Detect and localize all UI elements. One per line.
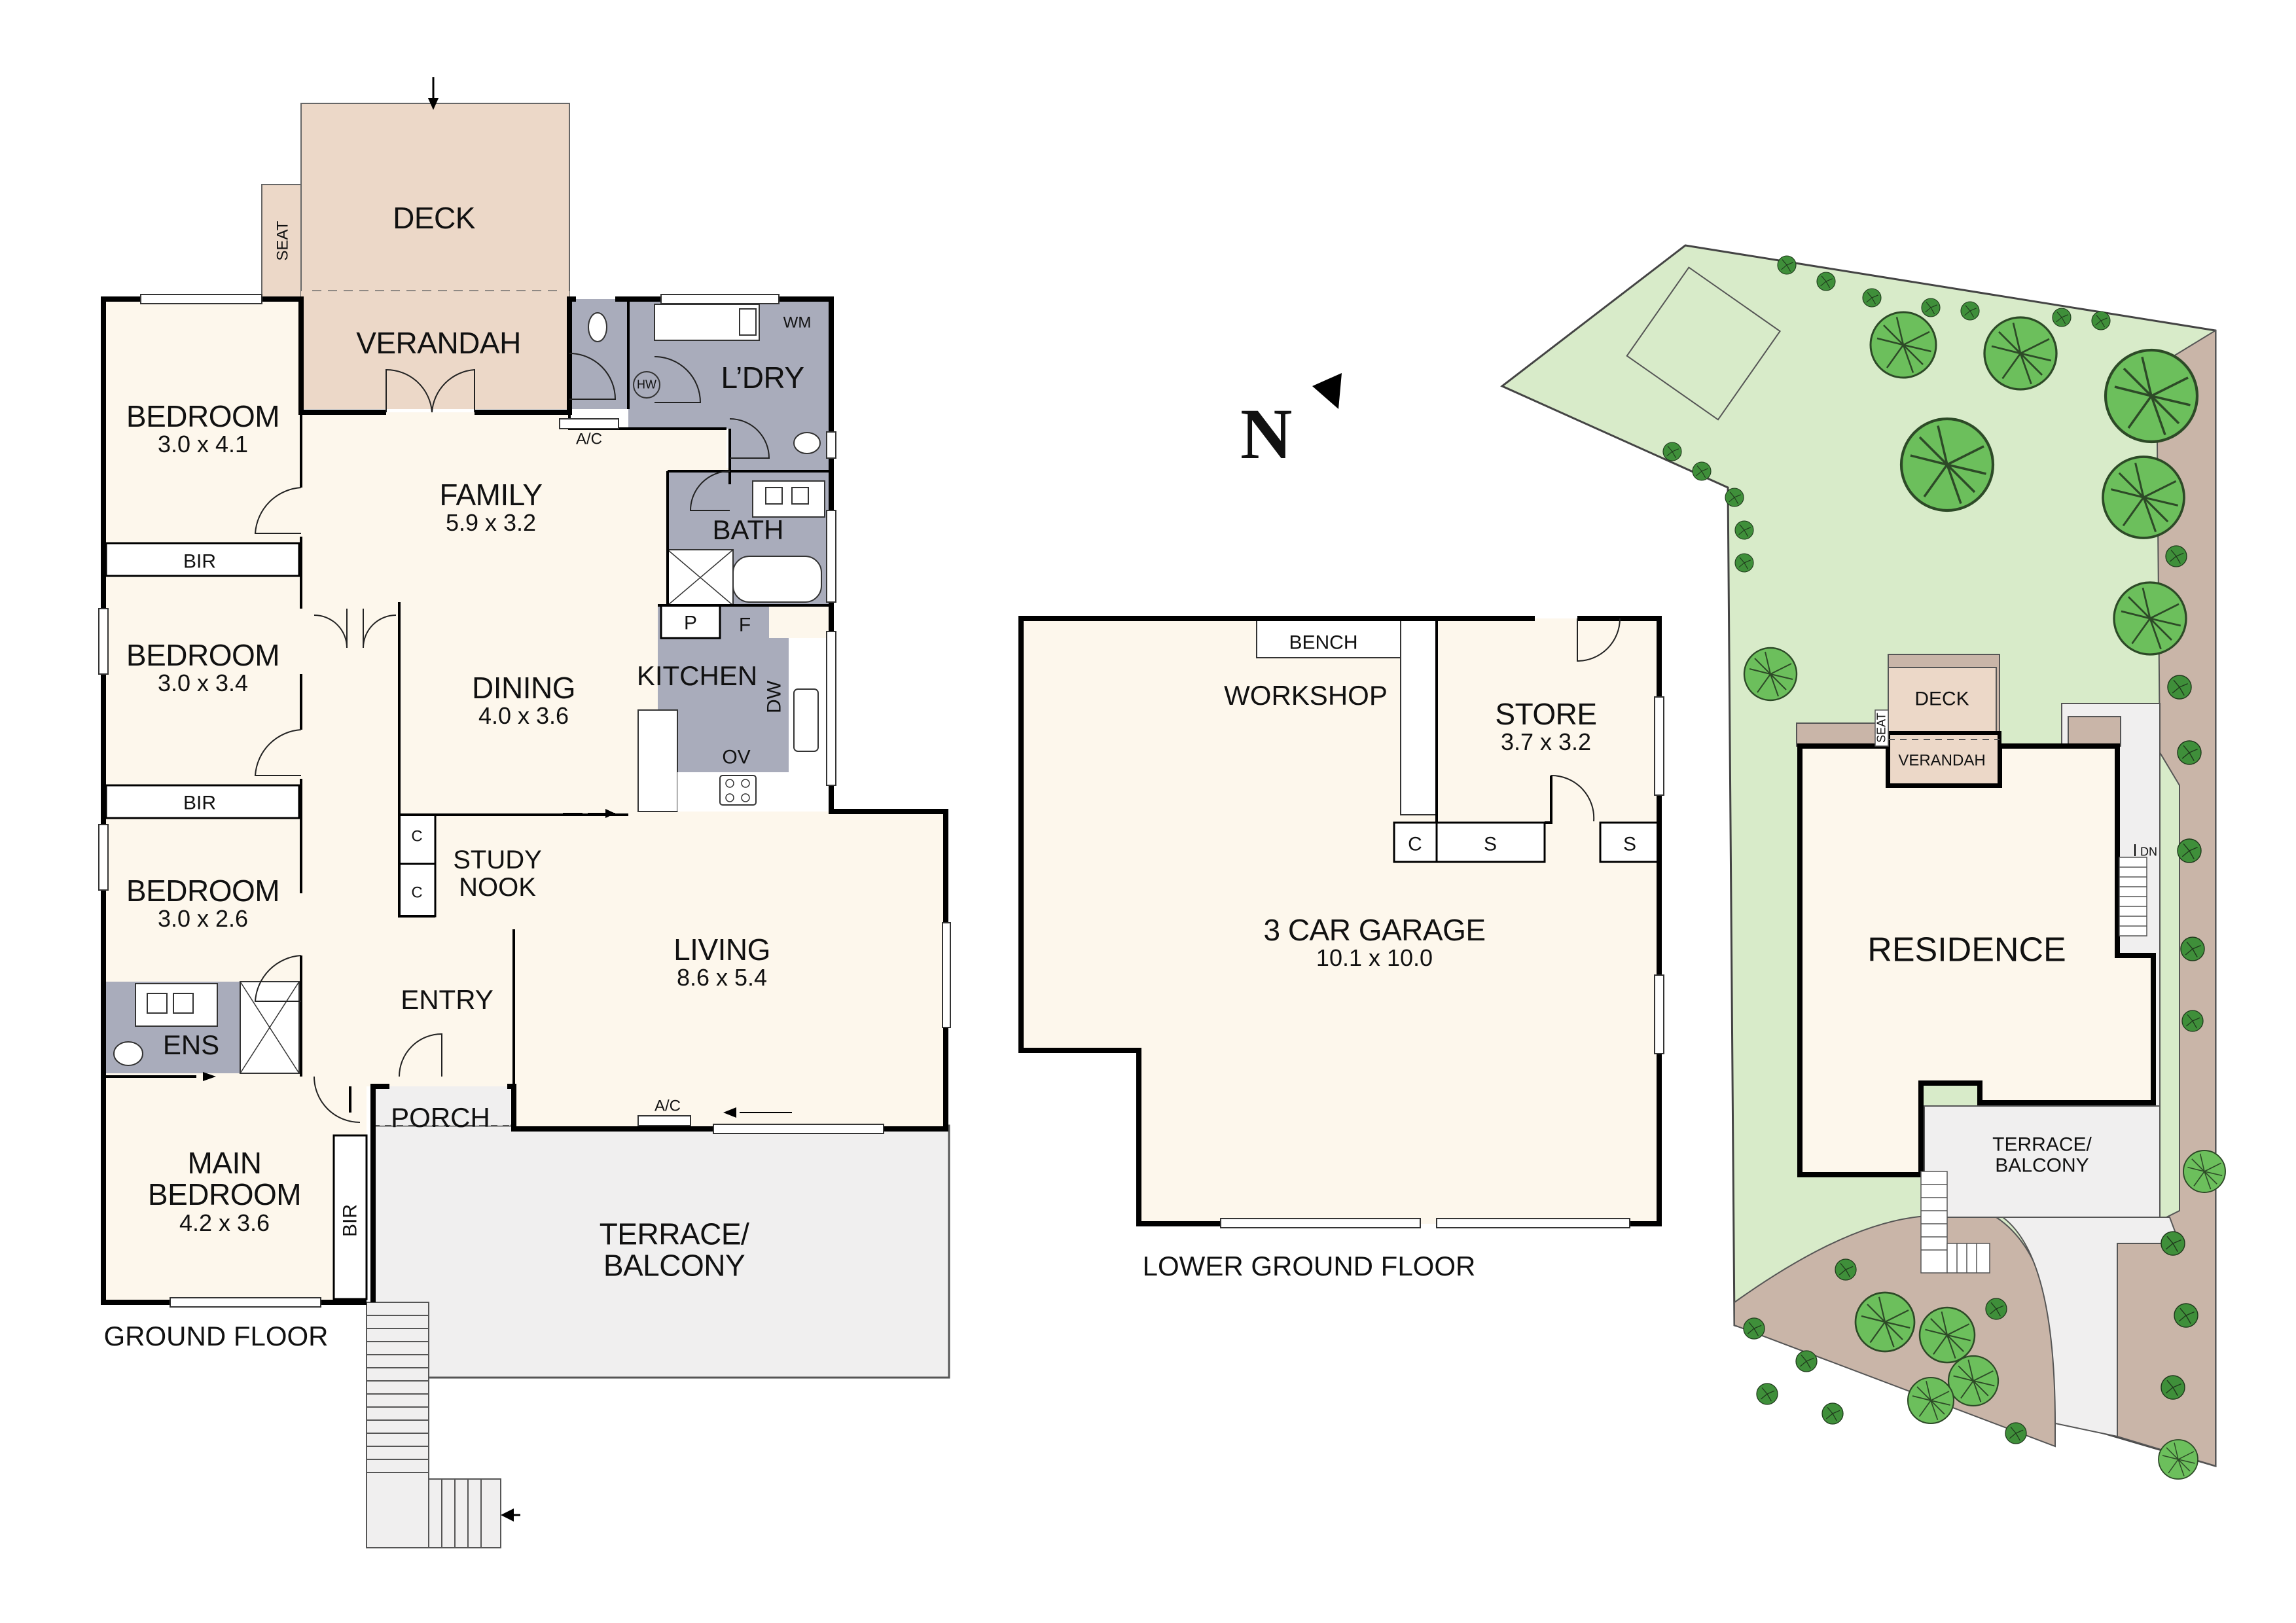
porch-area — [373, 1086, 511, 1126]
room-name: BEDROOM — [126, 873, 280, 908]
terrace-area — [372, 1124, 950, 1379]
room-name-line2: BEDROOM — [147, 1177, 302, 1212]
porch-label: PORCH — [391, 1101, 490, 1133]
terrace-line1: TERRACE/ — [1992, 1133, 2092, 1156]
ac-label-bottom: A/C — [654, 1097, 681, 1115]
bir-label-1: BIR — [183, 550, 217, 573]
deck-area — [300, 103, 570, 300]
dishwasher-label: DW — [763, 681, 785, 713]
bench-label: BENCH — [1289, 632, 1358, 654]
kitchen-area — [658, 605, 789, 772]
stairs — [366, 1302, 501, 1548]
room-name-line1: STUDY — [453, 846, 542, 874]
terrace-balcony: TERRACE/ BALCONY — [599, 1217, 749, 1283]
main-bedroom: MAIN BEDROOM 4.2 x 3.6 — [147, 1145, 302, 1236]
room-name: STORE — [1495, 696, 1597, 731]
cupboard-label: C — [1408, 833, 1422, 855]
living-room: LIVING 8.6 x 5.4 — [673, 934, 770, 990]
room-name: BEDROOM — [126, 399, 280, 433]
site-deck-label: DECK — [1914, 688, 1969, 710]
site-seat-label: SEAT — [1874, 713, 1888, 743]
room-dimensions: 5.9 x 3.2 — [445, 509, 537, 537]
seat-bench — [261, 184, 302, 300]
store-room: STORE 3.7 x 3.2 — [1495, 696, 1597, 756]
hot-water-label: HW — [637, 378, 656, 391]
bath-label: BATH — [712, 514, 784, 545]
bir-label-3: BIR — [339, 1204, 361, 1238]
lower-ground-floor-caption: LOWER GROUND FLOOR — [1142, 1250, 1476, 1281]
room-dimensions: 3.0 x 2.6 — [157, 905, 249, 933]
room-dimensions: 4.2 x 3.6 — [179, 1209, 270, 1236]
study-nook: STUDY NOOK — [453, 846, 542, 901]
bir-label-2: BIR — [183, 792, 217, 814]
terrace-line2: BALCONY — [1995, 1154, 2089, 1176]
site-verandah-label: VERANDAH — [1898, 751, 1986, 770]
storage-label-2: S — [1623, 833, 1637, 855]
lower-ground-floor-plan — [1018, 616, 1664, 1228]
terrace-line1: TERRACE/ — [599, 1217, 749, 1251]
deck-label: DECK — [393, 200, 475, 235]
terrace-line2: BALCONY — [603, 1249, 745, 1283]
seat-label: SEAT — [274, 221, 292, 261]
ground-floor-plan — [98, 77, 951, 1548]
bedroom-1: BEDROOM 3.0 x 4.1 — [126, 399, 280, 458]
room-dimensions: 4.0 x 3.6 — [478, 702, 569, 730]
ground-floor-caption: GROUND FLOOR — [103, 1320, 329, 1351]
cupboard-label-2: C — [411, 883, 423, 902]
room-name: DINING — [472, 670, 576, 705]
ensuite-label: ENS — [162, 1029, 220, 1060]
room-name: LIVING — [673, 932, 770, 967]
room-dimensions: 3.0 x 4.1 — [157, 431, 249, 458]
room-dimensions: 10.1 x 10.0 — [1316, 944, 1433, 972]
oven-label: OV — [722, 746, 751, 768]
verandah-label: VERANDAH — [356, 325, 521, 360]
ac-label-top: A/C — [575, 430, 603, 448]
bedroom-2: BEDROOM 3.0 x 3.4 — [126, 637, 280, 697]
fridge-label: F — [738, 614, 751, 636]
storage-label-1: S — [1483, 833, 1498, 855]
workshop-label: WORKSHOP — [1224, 679, 1388, 711]
north-arrow-icon — [1312, 373, 1342, 409]
garage-interior — [1021, 618, 1659, 1224]
kitchen-label: KITCHEN — [636, 660, 758, 691]
family-room: FAMILY 5.9 x 3.2 — [439, 477, 543, 537]
room-dimensions: 3.0 x 3.4 — [157, 669, 249, 697]
room-name: 3 CAR GARAGE — [1263, 912, 1486, 947]
room-dimensions: 8.6 x 5.4 — [676, 964, 768, 991]
down-stairs-label: DN — [2140, 845, 2157, 859]
site-plan — [1500, 244, 2226, 1480]
room-dimensions: 3.7 x 3.2 — [1500, 728, 1592, 756]
room-name: BEDROOM — [126, 637, 280, 672]
garage: 3 CAR GARAGE 10.1 x 10.0 — [1263, 912, 1486, 972]
room-name-line2: NOOK — [459, 873, 536, 902]
bedroom-3: BEDROOM 3.0 x 2.6 — [126, 873, 280, 933]
cupboard-label-1: C — [411, 827, 423, 846]
pantry-label: P — [683, 612, 698, 634]
dining-room: DINING 4.0 x 3.6 — [472, 670, 576, 730]
washing-machine-label: WM — [783, 313, 812, 332]
room-name: FAMILY — [439, 477, 543, 512]
laundry-label: L’DRY — [721, 360, 804, 395]
site-terrace-balcony: TERRACE/ BALCONY — [1992, 1133, 2092, 1176]
room-name-line1: MAIN — [187, 1145, 262, 1180]
north-label: N — [1240, 394, 1293, 474]
entry-label: ENTRY — [401, 984, 493, 1015]
residence-label: RESIDENCE — [1867, 931, 2066, 969]
